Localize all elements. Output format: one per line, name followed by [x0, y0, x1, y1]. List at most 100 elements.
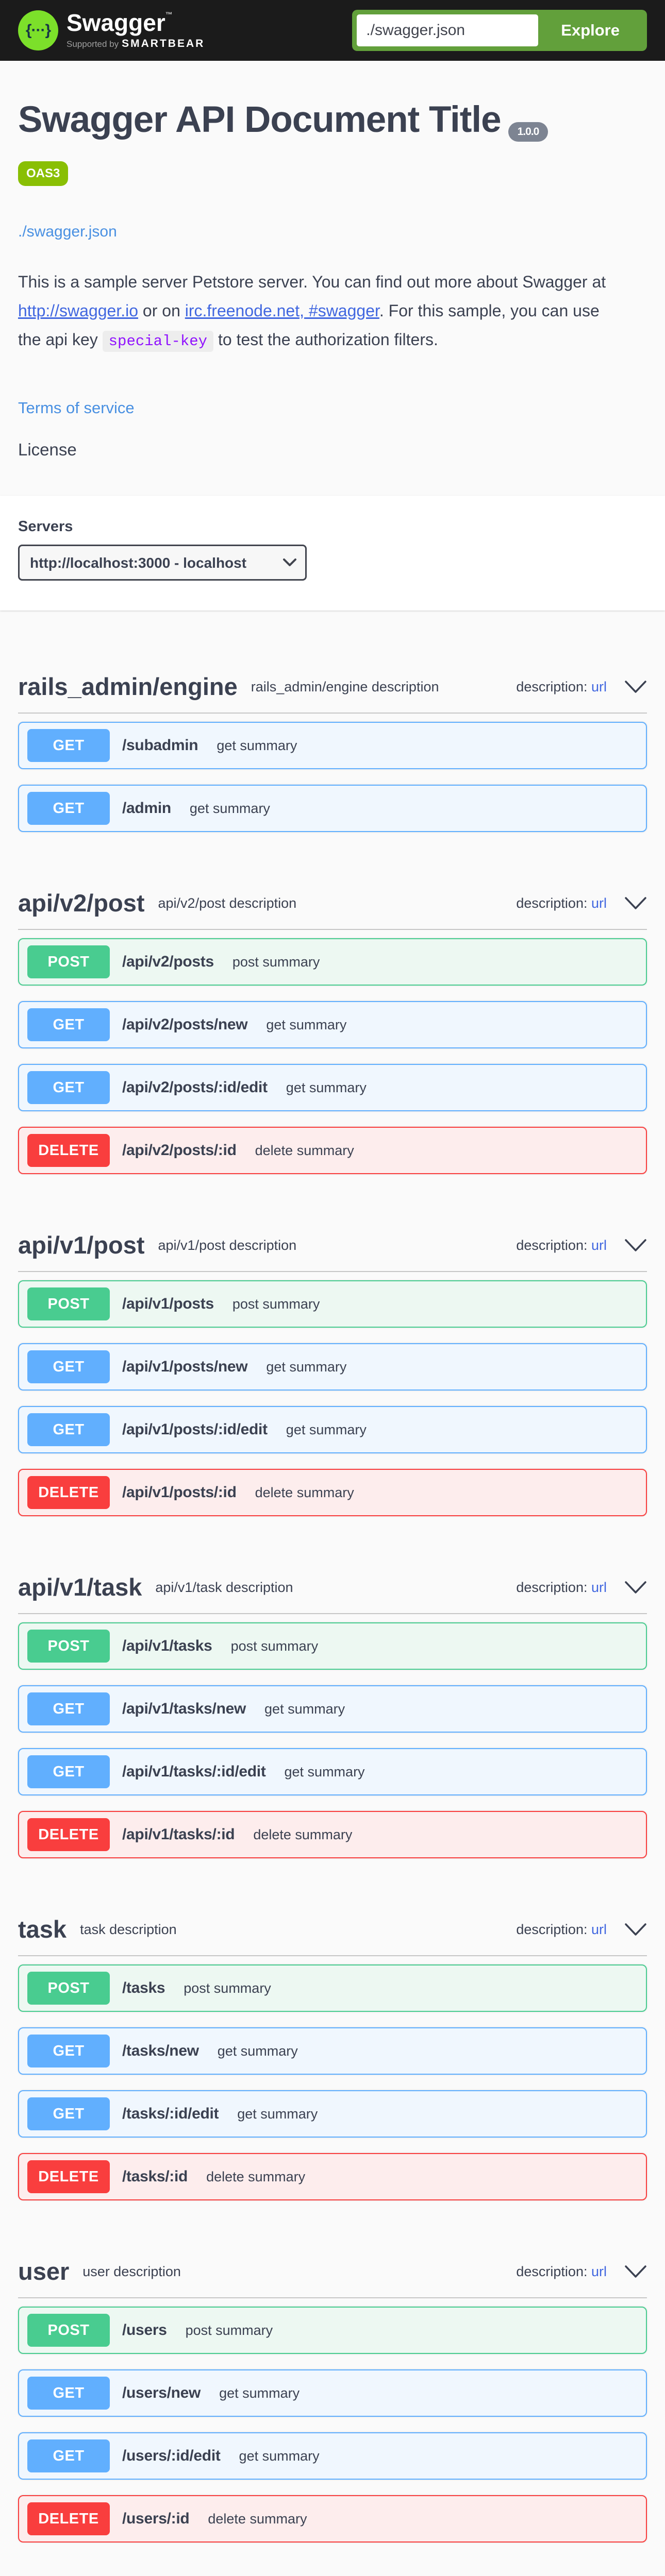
- external-docs-text: description:: [516, 1237, 588, 1253]
- method-badge: GET: [27, 1692, 110, 1726]
- chevron-down-icon[interactable]: [624, 2265, 647, 2278]
- operation-summary: delete summary: [208, 2511, 307, 2527]
- operation-summary: get summary: [284, 1764, 365, 1780]
- spec-url-input[interactable]: [357, 14, 539, 46]
- operation-summary: post summary: [232, 954, 320, 970]
- divider: [18, 2297, 647, 2299]
- method-badge: DELETE: [27, 1476, 110, 1510]
- spec-url-link[interactable]: ./swagger.json: [18, 223, 117, 240]
- operation-path: /subadmin: [122, 737, 198, 754]
- external-docs-label: description: url: [516, 1580, 607, 1596]
- tag-description: api/v2/post description: [158, 895, 297, 911]
- explore-bar: Explore: [352, 10, 647, 51]
- divider: [18, 1613, 647, 1615]
- method-badge: POST: [27, 1630, 110, 1663]
- operation-path: /api/v2/posts/:id: [122, 1142, 237, 1159]
- external-docs-label: description: url: [516, 1238, 607, 1253]
- api-description: This is a sample server Petstore server.…: [18, 267, 616, 355]
- external-docs-text: description:: [516, 1921, 588, 1937]
- method-badge: POST: [27, 1972, 110, 2005]
- description-text: . For this sample, you can use the api k…: [18, 301, 600, 349]
- license-label: License: [18, 440, 77, 460]
- method-badge: GET: [27, 2035, 110, 2068]
- server-select[interactable]: http://localhost:3000 - localhost: [18, 545, 307, 581]
- operation-summary: get summary: [286, 1079, 367, 1095]
- description-text: to test the authorization filters.: [213, 330, 438, 349]
- chevron-down-icon[interactable]: [624, 1923, 647, 1936]
- chevron-down-icon[interactable]: [624, 896, 647, 910]
- special-key-code: special-key: [102, 330, 214, 352]
- external-docs-link[interactable]: url: [591, 895, 607, 911]
- method-badge: POST: [27, 1287, 110, 1321]
- method-badge: GET: [27, 1755, 110, 1789]
- tag-title: task: [18, 1916, 67, 1943]
- method-badge: DELETE: [27, 2160, 110, 2194]
- swagger-logo-icon: {···}: [18, 10, 58, 50]
- terms-of-service-link[interactable]: Terms of service: [18, 399, 135, 417]
- chevron-down-icon[interactable]: [624, 1239, 647, 1252]
- external-docs-link[interactable]: url: [591, 1579, 607, 1595]
- operation-summary: get summary: [217, 2043, 298, 2059]
- tag-description: user description: [82, 2264, 181, 2280]
- chevron-down-icon[interactable]: [624, 1581, 647, 1594]
- operation-path: /api/v1/posts/:id: [122, 1484, 237, 1501]
- operation-path: /users: [122, 2321, 167, 2339]
- method-badge: GET: [27, 2097, 110, 2131]
- operation-path: /api/v2/posts/new: [122, 1016, 248, 1033]
- servers-label: Servers: [18, 518, 73, 535]
- trademark-symbol: ™: [165, 10, 173, 19]
- swagger-io-link[interactable]: http://swagger.io: [18, 301, 139, 320]
- operation-summary: get summary: [217, 737, 297, 753]
- irc-freenode-link[interactable]: irc.freenode.net, #swagger: [185, 301, 379, 320]
- explore-button[interactable]: Explore: [538, 21, 642, 40]
- operation-summary: get summary: [189, 800, 270, 816]
- method-badge: GET: [27, 1008, 110, 1042]
- operation-path: /users/new: [122, 2384, 201, 2402]
- external-docs-link[interactable]: url: [591, 1237, 607, 1253]
- operation-row[interactable]: GET/api/v2/posts/new get summary: [18, 1001, 647, 1049]
- operation-path: /api/v1/posts/:id/edit: [122, 1421, 268, 1438]
- description-text: or on: [138, 301, 185, 320]
- external-docs-link[interactable]: url: [591, 679, 607, 694]
- external-docs-link[interactable]: url: [591, 1921, 607, 1937]
- oas3-badge: OAS3: [18, 161, 69, 186]
- external-docs-link[interactable]: url: [591, 2263, 607, 2279]
- operation-summary: get summary: [266, 1016, 347, 1032]
- divider: [18, 929, 647, 930]
- chevron-down-icon[interactable]: [624, 680, 647, 693]
- smartbear-label: SMARTBEAR: [122, 38, 205, 49]
- operation-summary: post summary: [230, 1638, 319, 1654]
- version-badge: 1.0.0: [508, 122, 548, 142]
